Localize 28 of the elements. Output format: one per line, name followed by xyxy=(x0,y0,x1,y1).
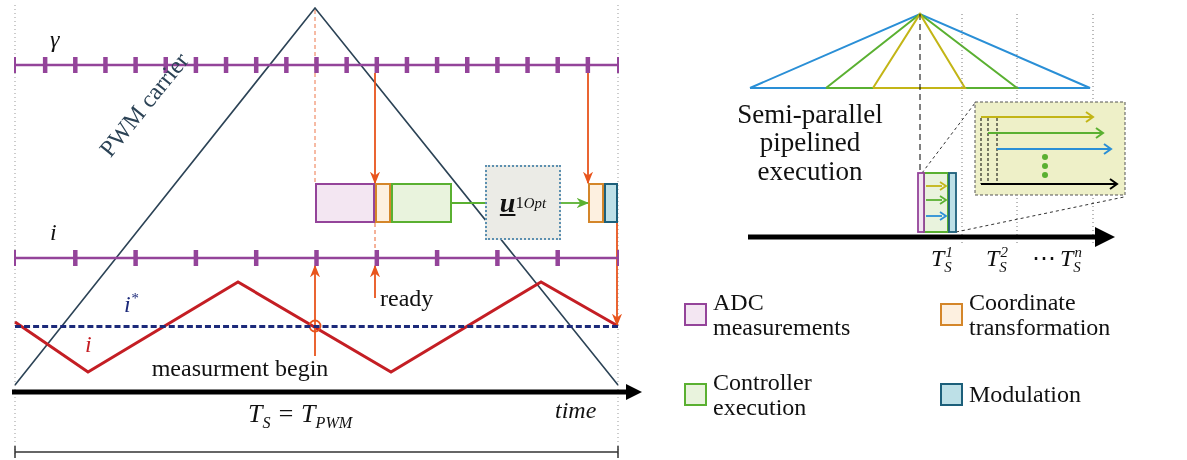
signal-label: γ xyxy=(50,27,60,53)
connector-line xyxy=(451,202,486,204)
arrow xyxy=(309,264,321,357)
modulation-block xyxy=(604,183,618,223)
legend-label: Controller execution xyxy=(713,367,813,422)
arrow xyxy=(369,72,381,185)
arrow xyxy=(560,197,590,209)
description-text: Semi-parallel pipelined execution xyxy=(736,100,884,186)
connector-line xyxy=(374,222,376,251)
event-label: measurment begin xyxy=(120,356,360,386)
coordinate-block xyxy=(375,183,391,223)
legend-label: Modulation xyxy=(969,380,1082,410)
axis-label: time xyxy=(555,398,597,424)
coordinate-block xyxy=(588,183,604,223)
adc-block xyxy=(315,183,375,223)
arrow xyxy=(369,264,381,299)
ellipsis-label: ⋯ xyxy=(1032,246,1056,272)
legend-label: Coordinate transformation xyxy=(969,287,1112,342)
arrow xyxy=(582,72,594,185)
arrow xyxy=(611,222,623,327)
event-label: ready xyxy=(375,286,455,316)
signal-label: i xyxy=(85,332,92,358)
controller-block xyxy=(391,183,452,223)
reference-line xyxy=(15,325,618,328)
legend-label: ADC measurements xyxy=(713,287,852,342)
signal-label: i xyxy=(50,220,57,246)
period-label: T$_{S}$ = T$_{PWM}$ xyxy=(248,400,353,428)
signal-label: i$^{*}$ xyxy=(124,292,139,318)
